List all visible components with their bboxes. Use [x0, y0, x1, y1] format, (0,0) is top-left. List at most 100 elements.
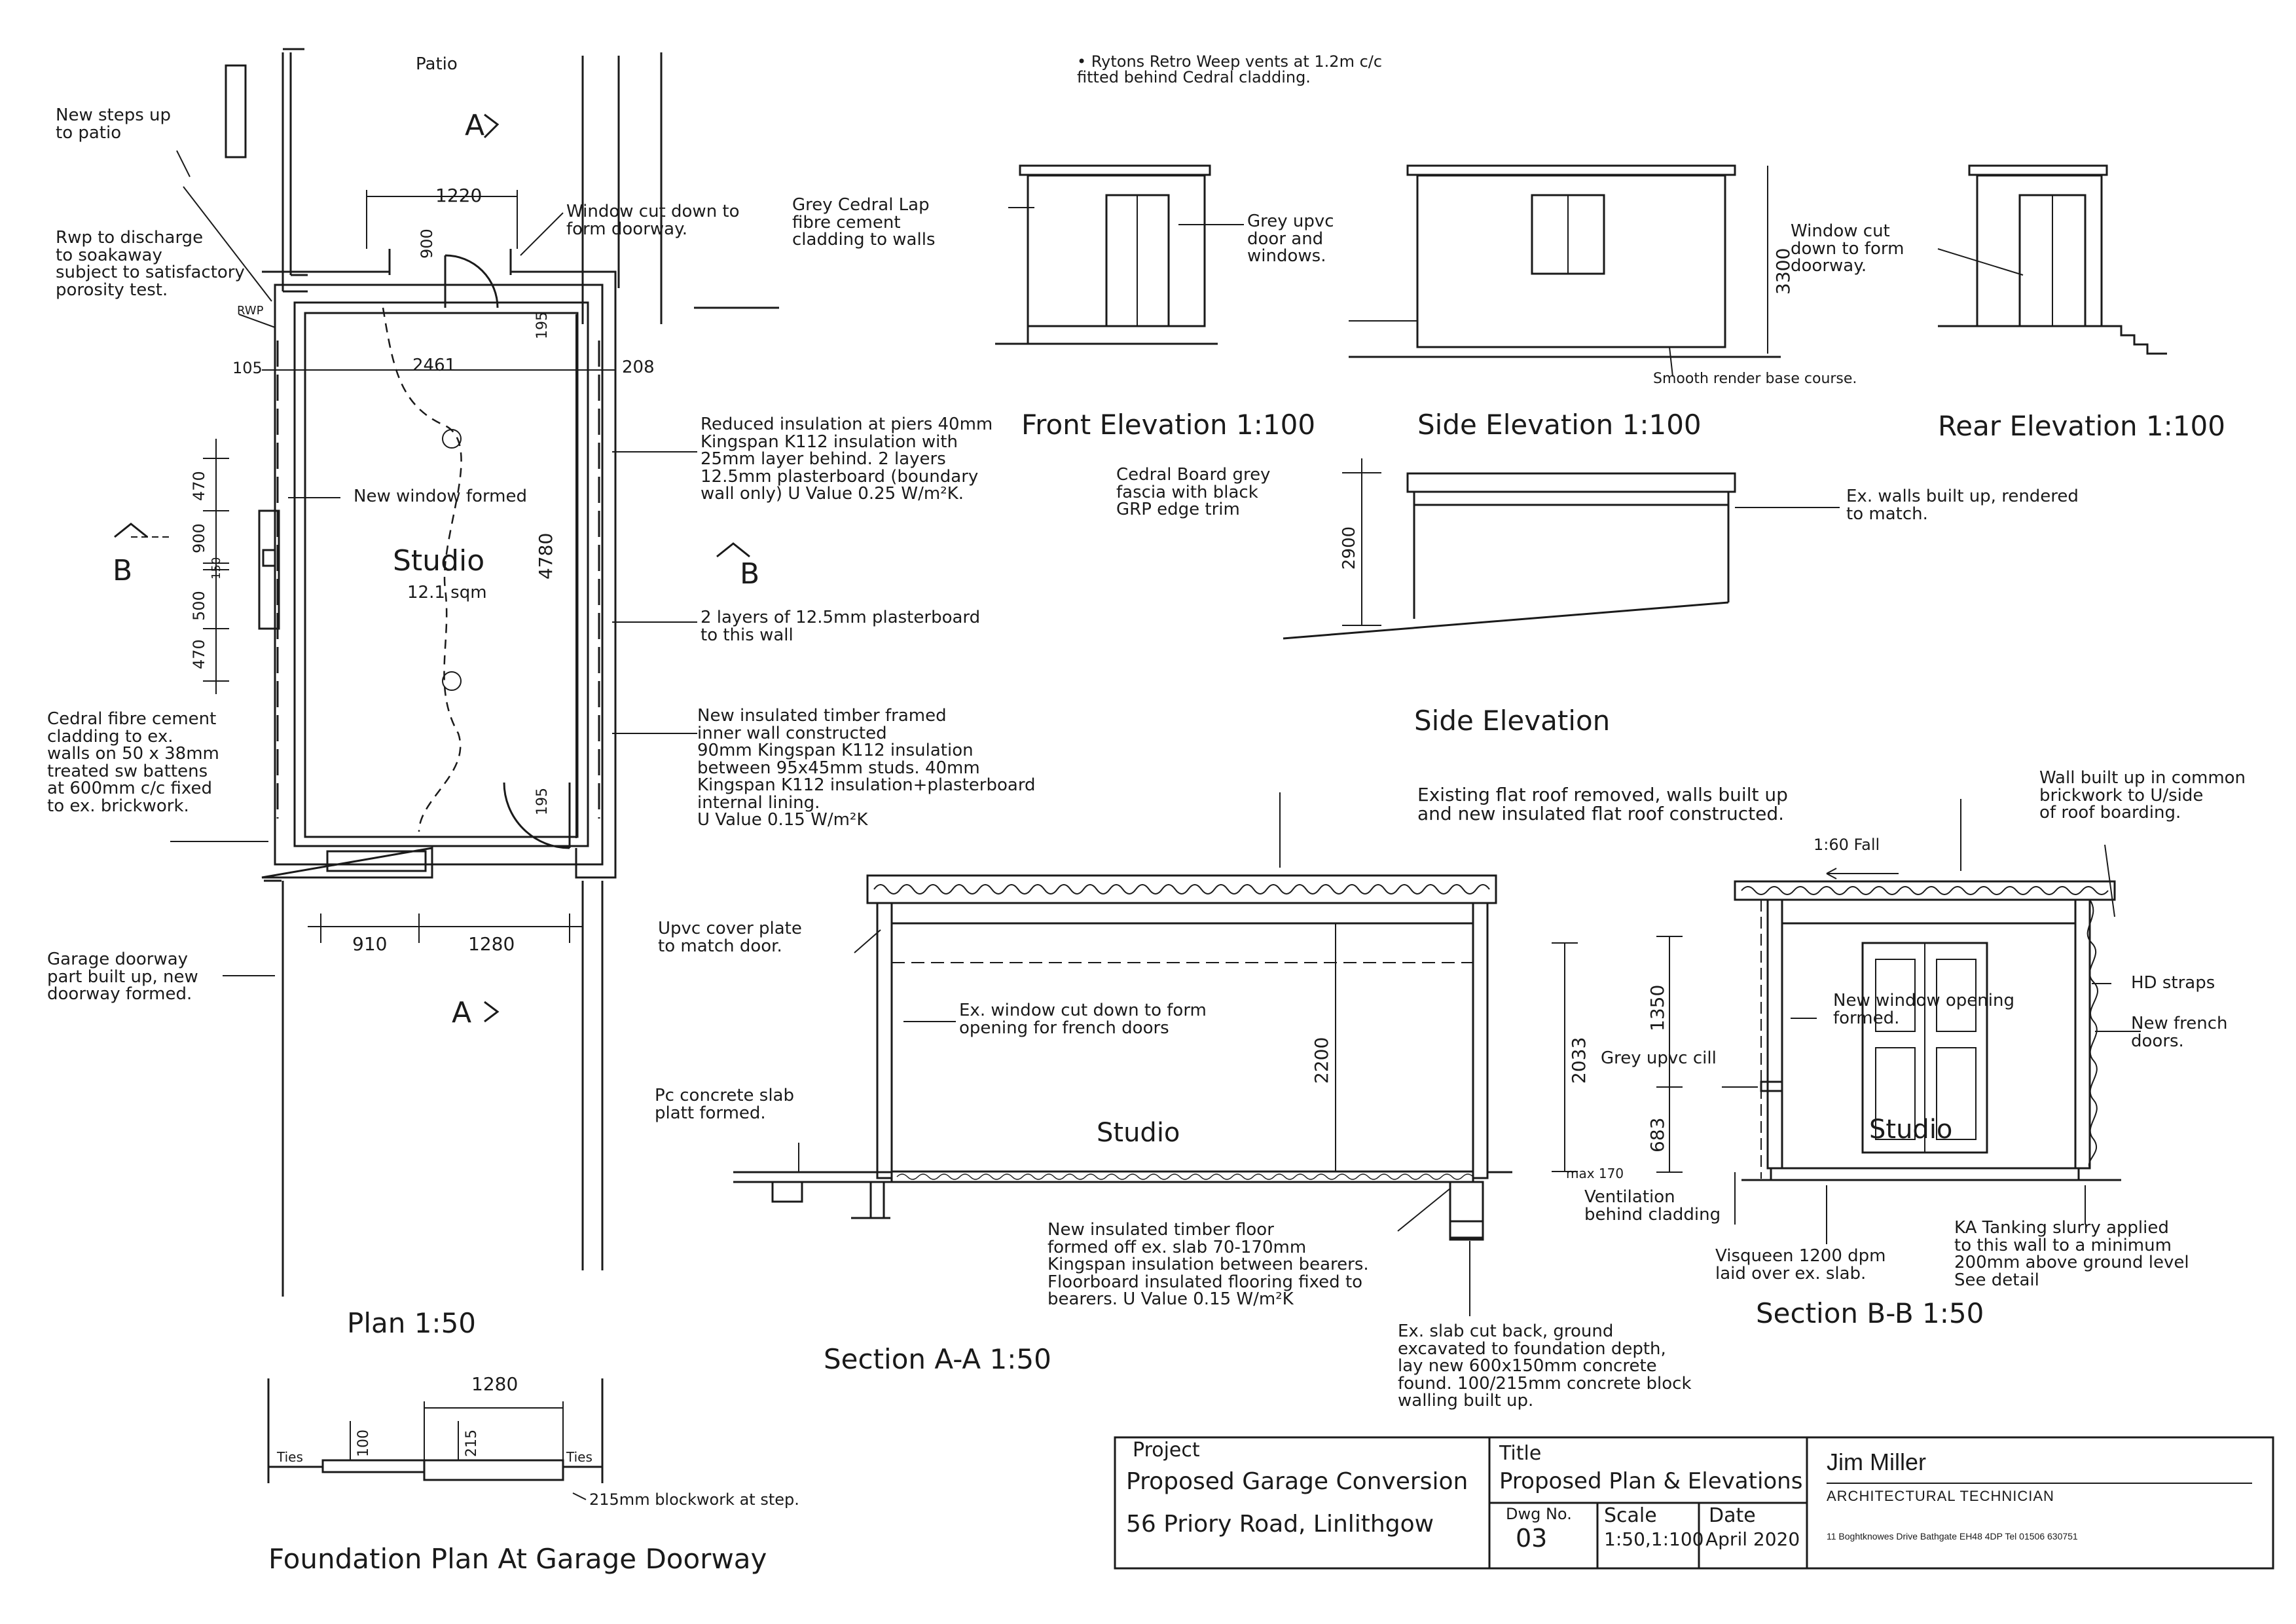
- dim-2900: 2900: [1339, 526, 1359, 570]
- tb-date-label: Date: [1709, 1504, 1756, 1527]
- front-elevation-title: Front Elevation 1:100: [1021, 409, 1316, 441]
- foundation-plan-title: Foundation Plan At Garage Doorway: [268, 1543, 767, 1575]
- dim-470-top: 470: [190, 471, 208, 501]
- tb-name: Jim Miller: [1827, 1449, 1926, 1475]
- section-bb-title: Section B-B 1:50: [1756, 1297, 1984, 1329]
- note-upvc-door: Grey upvc door and windows.: [1247, 212, 1334, 267]
- note-cedral-cladding: Cedral fibre cement cladding to ex. wall…: [47, 709, 219, 816]
- tb-project-line2: 56 Priory Road, Linlithgow: [1126, 1511, 1434, 1538]
- section-marker-b-left: B: [113, 554, 133, 587]
- section-marker-b-right: B: [740, 557, 760, 591]
- note-vents: • Rytons Retro Weep vents at 1.2m c/c fi…: [1077, 52, 1383, 87]
- note-visqueen: Visqueen 1200 dpm laid over ex. slab.: [1715, 1246, 1886, 1283]
- section-aa-room: Studio: [1097, 1118, 1180, 1148]
- dim-1220: 1220: [435, 185, 483, 206]
- note-timber-floor: New insulated timber floor formed off ex…: [1048, 1220, 1369, 1310]
- label-grey-cill: Grey upvc cill: [1601, 1048, 1717, 1068]
- dim-683: 683: [1647, 1117, 1668, 1153]
- patio-label: Patio: [416, 54, 458, 74]
- ties-left: Ties: [277, 1449, 303, 1465]
- note-plasterboard: 2 layers of 12.5mm plasterboard to this …: [701, 608, 981, 645]
- note-walls-rendered: Ex. walls built up, rendered to match.: [1846, 487, 2079, 524]
- rear-elevation: [1937, 164, 2167, 355]
- tb-role: ARCHITECTURAL TECHNICIAN: [1827, 1488, 2054, 1504]
- title-block: [1114, 1436, 2274, 1570]
- note-tanking: KA Tanking slurry applied to this wall t…: [1954, 1218, 2189, 1290]
- floor-plan: [114, 48, 779, 1297]
- section-bb: [1656, 799, 2141, 1244]
- room-area: 12.1 sqm: [407, 583, 487, 602]
- note-concrete-slab: Pc concrete slab platt formed.: [655, 1086, 794, 1123]
- foundation-dim-1280: 1280: [471, 1373, 519, 1395]
- side-elevation-2-title: Side Elevation: [1414, 705, 1611, 737]
- section-marker-a-bottom: A: [452, 996, 472, 1029]
- tb-date-value: April 2020: [1705, 1528, 1800, 1550]
- dim-105: 105: [232, 359, 263, 377]
- tb-project-line1: Proposed Garage Conversion: [1126, 1468, 1468, 1495]
- note-insulation-piers: Reduced insulation at piers 40mm Kingspa…: [701, 415, 993, 504]
- section-marker-a-top: A: [465, 109, 485, 142]
- dim-910: 910: [352, 933, 388, 955]
- tb-project-label: Project: [1133, 1439, 1200, 1462]
- foundation-dim-215: 215: [464, 1430, 480, 1457]
- side-elevation-lower: [1283, 458, 1840, 640]
- note-foundation: Ex. slab cut back, ground excavated to f…: [1398, 1321, 1692, 1411]
- dim-1280: 1280: [468, 933, 515, 955]
- tb-title-value: Proposed Plan & Elevations: [1499, 1468, 1803, 1494]
- tb-dwg-value: 03: [1516, 1524, 1548, 1553]
- note-window-cut-french: Ex. window cut down to form opening for …: [959, 1001, 1207, 1038]
- tb-scale-label: Scale: [1604, 1504, 1657, 1527]
- dim-4780: 4780: [535, 532, 556, 580]
- note-rear-window-cut: Window cut down to form doorway.: [1791, 221, 1904, 276]
- dim-1350: 1350: [1647, 984, 1668, 1031]
- dim-195-top: 195: [534, 312, 551, 339]
- dim-900-door: 900: [418, 229, 436, 259]
- note-garage-doorway: Garage doorway part built up, new doorwa…: [47, 950, 198, 1005]
- note-new-window: New window formed: [354, 487, 528, 506]
- note-inner-wall: New insulated timber framed inner wall c…: [697, 706, 1036, 830]
- side-elevation-top: [1349, 164, 1781, 377]
- dim-900-window: 900: [190, 523, 208, 553]
- tb-address: 11 Boghtknowes Drive Bathgate EH48 4DP T…: [1827, 1531, 2078, 1541]
- dim-470-bottom: 470: [190, 639, 208, 669]
- dim-500: 500: [190, 591, 208, 621]
- dim-2200: 2200: [1311, 1037, 1332, 1084]
- dim-150: 150: [210, 557, 223, 580]
- note-blockwork-step: 215mm blockwork at step.: [589, 1490, 799, 1509]
- note-rwp: Rwp to discharge to soakaway subject to …: [56, 228, 245, 300]
- ties-right: Ties: [566, 1449, 592, 1465]
- note-wall-brickwork: Wall built up in common brickwork to U/s…: [2039, 768, 2246, 823]
- tb-title-label: Title: [1499, 1442, 1542, 1465]
- label-fall: 1:60 Fall: [1813, 836, 1880, 854]
- note-ventilation: Ventilation behind cladding: [1584, 1187, 1721, 1225]
- foundation-plan: [267, 1378, 604, 1500]
- label-hd-straps: HD straps: [2131, 973, 2215, 993]
- dim-2461: 2461: [412, 356, 456, 375]
- note-window-opening: New window opening formed.: [1833, 991, 2014, 1028]
- plan-title: Plan 1:50: [347, 1307, 477, 1339]
- note-french-doors: New french doors.: [2131, 1014, 2228, 1051]
- note-cedral-lap: Grey Cedral Lap fibre cement cladding to…: [792, 195, 936, 250]
- note-roof: Existing flat roof removed, walls built …: [1417, 784, 1788, 824]
- tb-scale-value: 1:50,1:100: [1604, 1528, 1704, 1550]
- foundation-dim-100: 100: [355, 1430, 372, 1457]
- note-new-steps: New steps up to patio: [56, 105, 172, 143]
- section-bb-room: Studio: [1869, 1115, 1953, 1145]
- note-fascia: Cedral Board grey fascia with black GRP …: [1116, 465, 1271, 520]
- rear-elevation-title: Rear Elevation 1:100: [1938, 410, 2225, 442]
- side-elevation-title: Side Elevation 1:100: [1417, 409, 1702, 441]
- room-name: Studio: [393, 544, 485, 578]
- front-elevation: [995, 164, 1244, 345]
- section-aa: [733, 792, 1578, 1316]
- dim-2033: 2033: [1568, 1037, 1590, 1084]
- dim-195-bottom: 195: [534, 788, 551, 815]
- dim-208: 208: [622, 358, 655, 377]
- note-cover-plate: Upvc cover plate to match door.: [658, 919, 802, 956]
- rwp-label: RWP: [237, 304, 264, 318]
- tb-dwg-label: Dwg No.: [1506, 1505, 1572, 1523]
- note-render-base: Smooth render base course.: [1653, 371, 1857, 387]
- section-aa-title: Section A-A 1:50: [824, 1343, 1051, 1375]
- note-window-cut: Window cut down to form doorway.: [566, 202, 740, 239]
- dim-max-170: max 170: [1566, 1166, 1624, 1181]
